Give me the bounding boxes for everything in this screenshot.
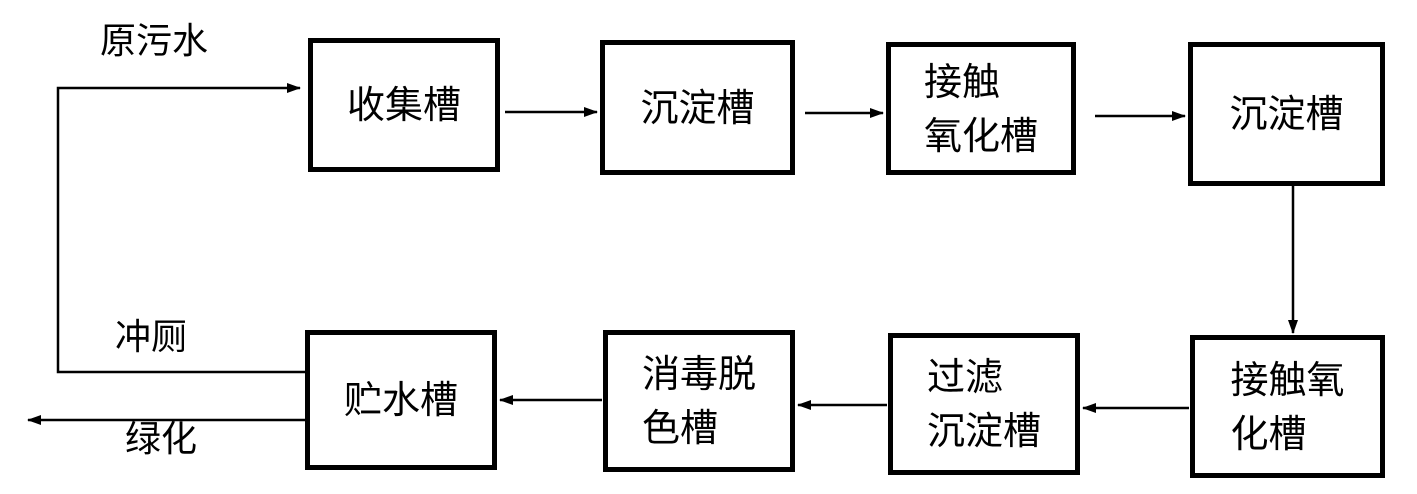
node-label-line-1: 消毒脱 — [641, 352, 756, 396]
node-label: 贮水槽 — [343, 378, 458, 422]
storage-tank-node: 贮水槽 — [305, 330, 497, 470]
toilet-return-loop — [56, 83, 305, 374]
filtration-sedimentation-tank-node: 过滤 沉淀槽 — [888, 333, 1080, 475]
disinfection-decolorization-tank-node: 消毒脱 色槽 — [603, 330, 795, 472]
raw-sewage-label: 原污水 — [100, 21, 209, 62]
sedimentation-tank-2-node: 沉淀槽 — [1188, 42, 1385, 186]
collection-tank-node: 收集槽 — [308, 38, 500, 172]
node-label-line-2: 沉淀槽 — [926, 409, 1041, 453]
contact-oxidation-tank-node: 接触 氧化槽 — [886, 42, 1076, 175]
node-label: 沉淀槽 — [640, 85, 755, 130]
contact-oxidation-tank-2-node: 接触氧 化槽 — [1190, 335, 1385, 478]
toilet-flushing-label: 冲厕 — [115, 317, 188, 358]
node-label-line-1: 过滤 — [926, 355, 1003, 399]
node-label-line-2: 色槽 — [641, 406, 718, 450]
node-label: 沉淀槽 — [1229, 92, 1344, 136]
node-label-line-2: 化槽 — [1230, 411, 1307, 456]
node-label-line-1: 接触 — [923, 59, 1000, 104]
node-label: 收集槽 — [346, 83, 461, 127]
greening-label: 绿化 — [125, 419, 198, 460]
node-label-line-1: 接触氧 — [1230, 357, 1345, 402]
node-label-line-2: 氧化槽 — [923, 113, 1038, 158]
sedimentation-tank-node: 沉淀槽 — [600, 40, 795, 175]
